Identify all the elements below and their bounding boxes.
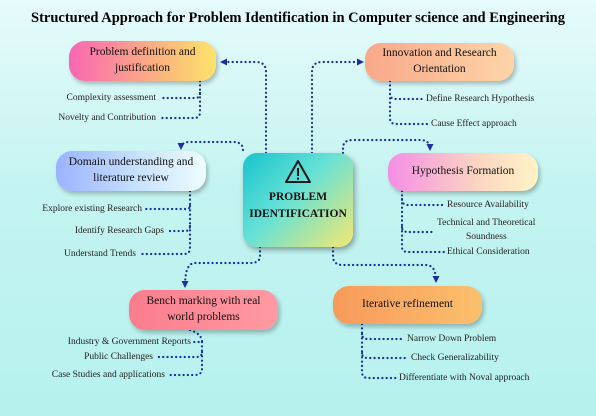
connector-hypothesis-leaves [400,189,446,254]
leaf-technical-theoretical: Technical and Theoretical [437,218,536,228]
leaf-case-studies: Case Studies and applications [51,370,165,380]
node-bench-marking: Bench marking with real world problems [129,290,278,330]
connector-innovation-leaves [388,79,430,126]
connector-bench-leaves [154,328,204,377]
leaf-soundness: Soundness [466,232,507,242]
node-label-line1: Hypothesis Formation [411,165,515,178]
leaf-ethical-consideration: Ethical Consideration [447,247,530,257]
leaf-resource-availability: Resource Availability [447,200,529,210]
node-label-line1: Innovation and Research [382,47,497,60]
connector-center-hypothesis [341,138,434,155]
connector-domain-leaves [138,189,192,256]
node-label-line1: Iterative refinement [362,298,453,311]
connector-center-domain [177,140,245,152]
leaf-industry-reports: Industry & Government Reports [67,337,191,347]
leaf-cause-effect: Cause Effect approach [431,119,517,129]
leaf-narrow-down: Narrow Down Problem [407,334,497,344]
leaf-understand-trends: Understand Trends [63,249,136,259]
center-label-line1: PROBLEM [268,191,328,203]
node-label-line1: Bench marking with real [146,295,261,308]
node-innovation-research: Innovation and Research Orientation [365,43,514,81]
connector-center-iterative [331,245,440,283]
node-label-line2: justification [115,62,170,74]
node-iterative-refinement: Iterative refinement [333,286,482,324]
node-label-line2: Orientation [413,63,466,75]
leaf-novelty-contribution: Novelty and Contribution [58,113,156,123]
center-label: PROBLEM IDENTIFICATION [249,189,347,222]
node-hypothesis-formation: Hypothesis Formation [388,153,538,191]
connector-center-innovation [310,58,364,155]
leaf-check-generalizability: Check Generalizability [411,353,499,363]
node-label-line2: world problems [167,311,240,323]
leaf-identify-gaps: Identify Research Gaps [74,226,164,236]
connector-iterative-leaves [360,322,410,380]
node-domain-understanding: Domain understanding and literature revi… [56,151,206,191]
node-label-line1: Problem definition and [89,46,196,59]
node-problem-definition: Problem definition and justification [69,41,216,81]
leaf-differentiate: Differentiate with Noval approach [399,373,530,383]
warning-triangle-icon [285,160,311,183]
leaf-explore-research: Explore existing Research [42,204,142,214]
node-label-line1: Domain understanding and [68,156,194,169]
connector-center-definition [220,58,268,155]
node-label-line2: literature review [93,172,169,184]
connector-definition-leaves [158,79,202,120]
center-label-line2: IDENTIFICATION [249,207,347,220]
diagram-title: Structured Approach for Problem Identifi… [31,10,565,26]
leaf-public-challenges: Public Challenges [84,352,153,362]
leaf-complexity-assessment: Complexity assessment [66,93,156,103]
center-node-problem-identification: PROBLEM IDENTIFICATION [243,153,353,247]
leaf-define-hypothesis: Define Research Hypothesis [426,94,535,104]
connector-center-bench [181,245,262,288]
